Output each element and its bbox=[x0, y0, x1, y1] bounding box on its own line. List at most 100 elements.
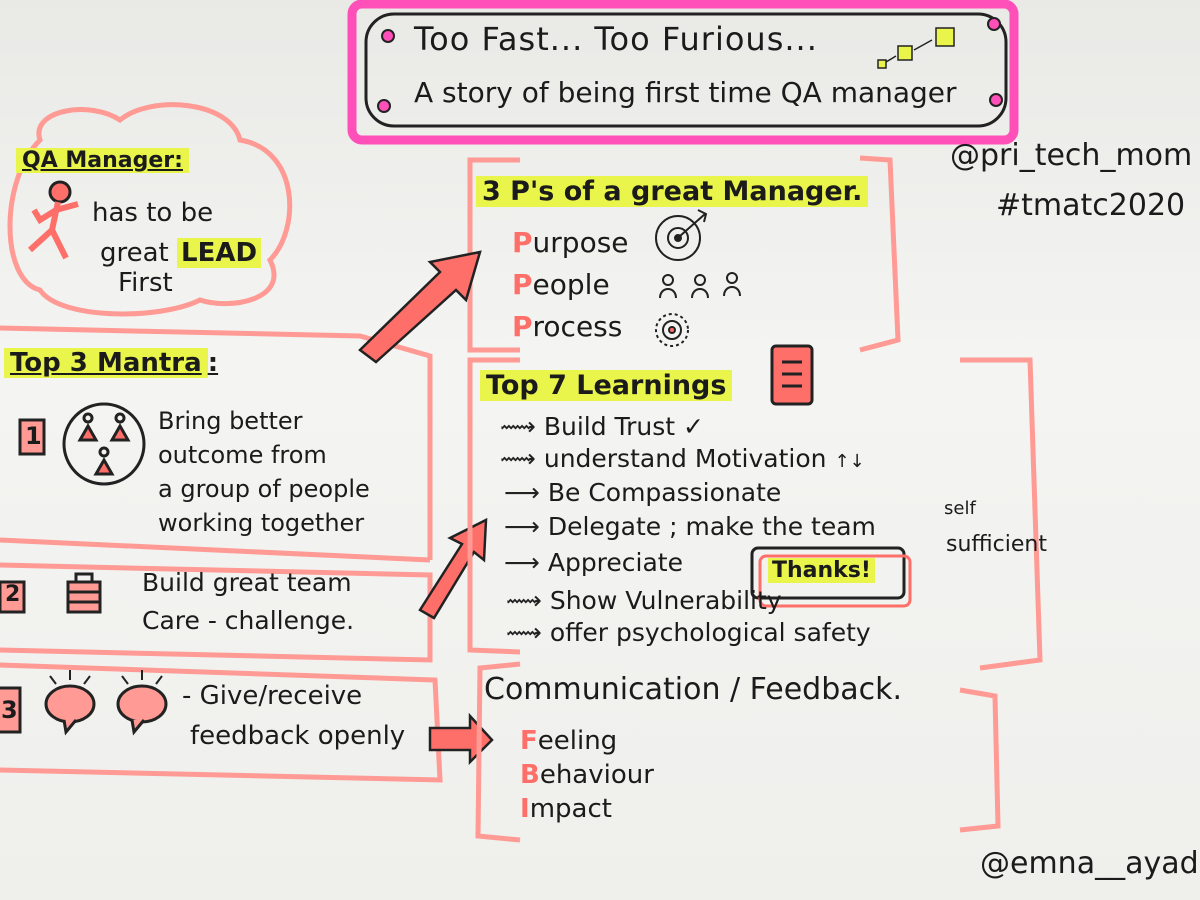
mantra-item-line: outcome from bbox=[158, 441, 327, 469]
three-ps-rest: eople bbox=[532, 268, 610, 301]
three-ps-rest: urpose bbox=[532, 226, 629, 259]
squiggle-arrow-icon: ⟿ bbox=[506, 618, 542, 647]
qa-manager-line-1: has to be bbox=[92, 198, 214, 228]
feedback-initial: I bbox=[520, 794, 530, 824]
mantra-heading: Top 3 Mantra: bbox=[4, 348, 218, 378]
learning-item: ⟶Appreciate bbox=[504, 548, 683, 577]
mantra-number-1: 1 bbox=[25, 422, 42, 450]
learnings-heading: Top 7 Learnings bbox=[480, 370, 733, 401]
self-text: self bbox=[944, 498, 976, 519]
learning-item: ⟿Show Vulnerability bbox=[506, 586, 782, 615]
title-frame-inner bbox=[364, 12, 1008, 128]
feedback-item: Impact bbox=[520, 794, 612, 824]
three-ps-rest: rocess bbox=[532, 310, 623, 343]
qa-manager-lead: LEAD bbox=[177, 238, 262, 268]
title-frame-outer bbox=[347, 0, 1019, 145]
feedback-item: Behaviour bbox=[520, 760, 654, 790]
mantra-item-line: a group of people bbox=[158, 475, 370, 503]
speech-bubble-icon bbox=[44, 670, 168, 736]
learning-item: ⟿offer psychological safety bbox=[506, 618, 871, 647]
qa-manager-heading: QA Manager: bbox=[16, 148, 189, 173]
feedback-rest: mpact bbox=[529, 794, 612, 824]
squiggle-arrow-icon: ⟿ bbox=[500, 444, 536, 473]
three-ps-item: Process bbox=[512, 310, 622, 343]
briefcase-icon bbox=[66, 572, 102, 614]
learning-item: ⟶Be Compassionate bbox=[504, 478, 781, 507]
clipboard-icon bbox=[770, 344, 814, 406]
three-ps-heading: 3 P's of a great Manager. bbox=[476, 176, 869, 207]
people-icon bbox=[659, 272, 741, 299]
learnings-heading-text: Top 7 Learnings bbox=[480, 370, 733, 401]
arrow-icon: ⟶ bbox=[504, 478, 540, 507]
mantra-heading-colon: : bbox=[207, 348, 219, 378]
mantra-item-1: Bring better outcome from a group of peo… bbox=[158, 404, 370, 540]
learning-text: Build Trust bbox=[543, 412, 676, 441]
hashtag: #tmatc2020 bbox=[996, 188, 1186, 223]
three-ps-item: Purpose bbox=[512, 226, 629, 259]
three-ps-heading-text: 3 P's of a great Manager. bbox=[476, 176, 869, 207]
three-ps-initial: P bbox=[512, 226, 533, 259]
up-down-arrows-icon: ↑↓ bbox=[834, 451, 865, 472]
title-bolt-icon bbox=[377, 99, 391, 113]
feedback-rest: ehaviour bbox=[539, 760, 654, 790]
mantra-item-dash: - bbox=[182, 681, 192, 711]
title-bolt-icon bbox=[987, 17, 1001, 31]
learning-text: Delegate ; make the team bbox=[547, 512, 876, 541]
mantra-item-line: working together bbox=[158, 509, 365, 537]
learning-text: Show Vulnerability bbox=[549, 586, 782, 615]
learning-text: offer psychological safety bbox=[549, 618, 871, 647]
sufficient-text: sufficient bbox=[946, 532, 1047, 557]
group-people-icon bbox=[62, 402, 146, 486]
squiggle-arrow-icon: ⟿ bbox=[500, 412, 536, 441]
qa-manager-line-3: First bbox=[118, 268, 173, 298]
title-line-1: Too Fast... Too Furious... bbox=[414, 20, 818, 58]
three-ps-initial: P bbox=[512, 310, 533, 343]
title-line-2: A story of being first time QA manager bbox=[414, 76, 957, 109]
mantra-number-3: 3 bbox=[1, 696, 18, 724]
mantra-item-line: feedback openly bbox=[190, 721, 406, 751]
feedback-initial: F bbox=[520, 726, 538, 756]
qa-manager-heading-text: QA Manager: bbox=[16, 148, 189, 173]
learning-item: ⟶Delegate ; make the team bbox=[504, 512, 876, 541]
mantra-item-2: Build great team Care - challenge. bbox=[142, 564, 354, 640]
thanks-label: Thanks! bbox=[768, 558, 875, 583]
qa-manager-cloud bbox=[7, 102, 293, 317]
progress-squares-icon bbox=[877, 27, 955, 69]
handle-bottom: @emna__ayadi bbox=[980, 846, 1200, 881]
mantra-heading-text: Top 3 Mantra bbox=[4, 348, 208, 378]
check-icon: ✓ bbox=[683, 412, 704, 441]
three-ps-initial: P bbox=[512, 268, 533, 301]
mantra-number-box bbox=[0, 580, 26, 614]
squiggle-arrow-icon: ⟿ bbox=[506, 586, 542, 615]
running-person-icon bbox=[27, 180, 79, 260]
communication-heading: Communication / Feedback. bbox=[484, 672, 903, 707]
arrow-icon: ⟶ bbox=[504, 548, 540, 577]
arrow-icon: ⟶ bbox=[504, 512, 540, 541]
mantra-item-line: Care - challenge. bbox=[142, 606, 355, 635]
thanks-box bbox=[750, 546, 906, 600]
mantra-item-line: Give/receive bbox=[199, 681, 363, 711]
title-bolt-icon bbox=[989, 93, 1003, 107]
feedback-rest: eeling bbox=[537, 726, 618, 756]
learning-item: ⟿Build Trust ✓ bbox=[500, 412, 704, 441]
handle-top: @pri_tech_mom bbox=[950, 138, 1193, 173]
mantra-item-line: Build great team bbox=[142, 568, 352, 597]
learning-text: understand Motivation bbox=[543, 444, 827, 473]
three-ps-item: People bbox=[512, 268, 610, 301]
mantra-number-box bbox=[18, 418, 46, 456]
arrow-to-3ps bbox=[358, 250, 482, 364]
learning-item: ⟿understand Motivation ↑↓ bbox=[500, 444, 865, 473]
target-icon bbox=[655, 209, 708, 261]
qa-manager-line-2: great LEAD bbox=[100, 238, 262, 268]
qa-manager-great: great bbox=[100, 238, 169, 268]
gear-icon bbox=[655, 313, 689, 347]
feedback-item: Feeling bbox=[520, 726, 617, 756]
mantra-number-2: 2 bbox=[5, 582, 21, 607]
mantra-item-line: Bring better bbox=[158, 407, 303, 435]
learning-text: Appreciate bbox=[547, 548, 683, 577]
title-bolt-icon bbox=[381, 29, 395, 43]
mantra-number-box bbox=[0, 686, 22, 734]
learning-text: Be Compassionate bbox=[547, 478, 782, 507]
